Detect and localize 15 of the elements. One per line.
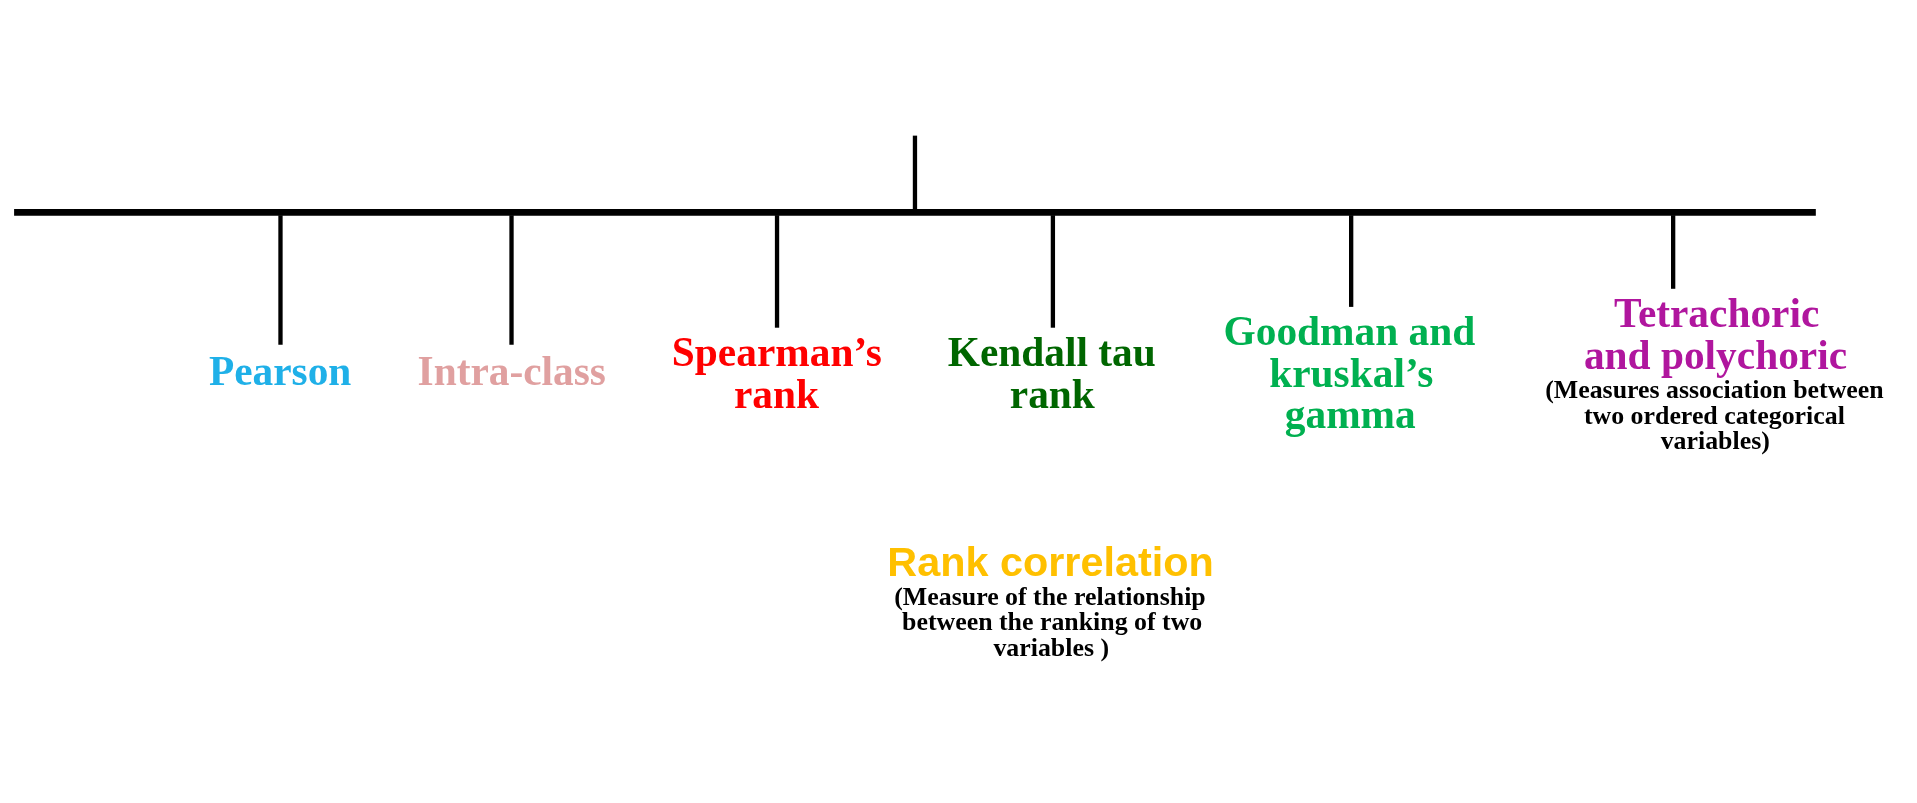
node-text: Pearson [208,347,352,394]
node-text: Goodman and kruskal’s gamma [1223,307,1476,437]
node-text: Kendall tau rank [947,328,1156,417]
connector [278,214,283,345]
connector [1671,214,1676,289]
connector [509,214,514,345]
node-text: Spearman’s rank [671,328,882,417]
connector [1349,214,1354,307]
node-text: Tetrachoric and polychoric (Measures association between two ordered categorical variables) [1545,289,1884,455]
node-text: Rank correlation (Measure of the relationship between the ranking of two variables ) [887,538,1214,662]
connector [774,214,780,328]
node-text: Intra-class [417,347,606,394]
node-bar [14,208,1816,216]
connector [912,135,918,209]
connector [1050,214,1056,328]
